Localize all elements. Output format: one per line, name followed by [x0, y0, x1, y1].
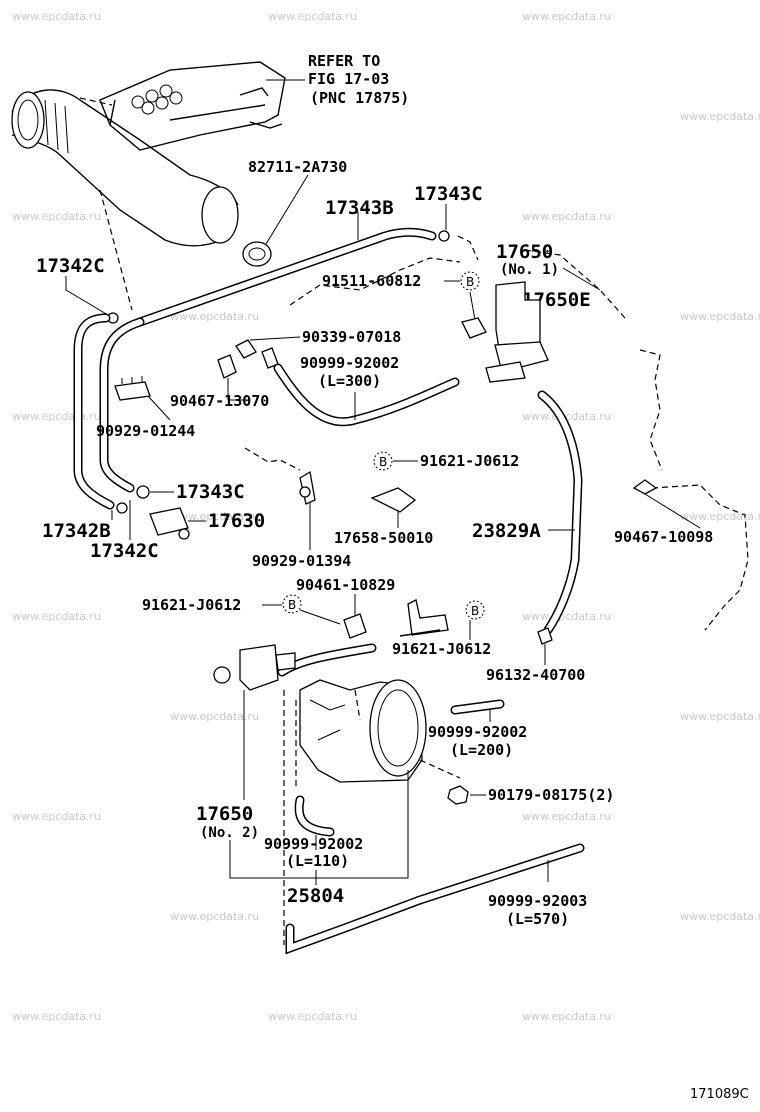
- callout-17658: 17658-50010: [334, 529, 433, 547]
- callout-17650-no2: 17650: [196, 803, 253, 825]
- b-marker-icon: [465, 600, 485, 620]
- watermark: www.epcdata.ru: [680, 710, 760, 723]
- sensor-90929-01394: 90929-01394: [252, 470, 351, 570]
- hose-90999-l570: 90999-92003 (L=570): [285, 843, 587, 955]
- engine-dashed-fragments: [244, 349, 749, 631]
- callout-90999-l570: 90999-92003: [488, 892, 587, 910]
- b-marker-icon: [282, 594, 302, 614]
- hose-17343b: 17343B: [135, 197, 437, 327]
- nut-90179: 90179-08175(2): [447, 785, 614, 805]
- clamp-90461: 90461-10829 91621-J0612 B: [142, 576, 395, 639]
- watermark: www.epcdata.ru: [170, 310, 259, 323]
- callout-23829a: 23829A: [472, 520, 541, 542]
- callout-90179: 90179-08175(2): [488, 786, 614, 804]
- b-marker-label: B: [466, 275, 474, 289]
- hose-90999-l300: 90999-92002 (L=300): [273, 354, 460, 427]
- watermark: www.epcdata.ru: [12, 210, 101, 223]
- refer-note-line1: REFER TO: [308, 52, 380, 70]
- b-marker-label: B: [471, 604, 479, 618]
- clip-90339: 90339-07018 90467-13070: [170, 328, 401, 410]
- watermark: www.epcdata.ru: [170, 710, 259, 723]
- callout-91621-left: 91621-J0612: [142, 596, 241, 614]
- watermark: www.epcdata.ru: [680, 110, 760, 123]
- watermark: www.epcdata.ru: [170, 910, 259, 923]
- watermarks: www.epcdata.ru www.epcdata.ru www.epcdat…: [12, 10, 760, 1023]
- callout-17630: 17630: [208, 510, 265, 532]
- watermark: www.epcdata.ru: [680, 510, 760, 523]
- callout-17342b: 17342B: [42, 520, 111, 542]
- callout-17650-no1-sub: (No. 1): [500, 262, 559, 278]
- callout-91621-middle: 91621-J0612: [420, 452, 519, 470]
- sensor-90929-01244: 90929-01244: [96, 376, 195, 440]
- callout-17343c-mid: 17343C: [176, 481, 245, 503]
- callout-90929-01244: 90929-01244: [96, 422, 195, 440]
- callout-17650-no2-sub: (No. 2): [200, 825, 259, 841]
- watermark: www.epcdata.ru: [12, 610, 101, 623]
- canister-25804-assembly: [213, 643, 461, 945]
- callout-17342c-top: 17342C: [36, 255, 105, 277]
- callout-90999-l110-sub: (L=110): [286, 852, 349, 870]
- watermark: www.epcdata.ru: [522, 1010, 611, 1023]
- clip-90467-10098: 90467-10098: [614, 479, 713, 546]
- callout-90999-l110: 90999-92002: [264, 835, 363, 853]
- refer-note: REFER TO FIG 17-03 (PNC 17875): [266, 52, 409, 107]
- callout-90999-l300: 90999-92002: [300, 354, 399, 372]
- callout-90467-10098: 90467-10098: [614, 528, 713, 546]
- callout-96132: 96132-40700: [486, 666, 585, 684]
- callout-17343c-top: 17343C: [414, 183, 483, 205]
- hose-23829a: 23829A: [472, 390, 583, 635]
- watermark: www.epcdata.ru: [12, 810, 101, 823]
- callout-91621-right: 91621-J0612: [392, 640, 491, 658]
- bracket-17650e: 17650E: [485, 281, 591, 383]
- callout-17650-no1: 17650: [496, 241, 553, 263]
- vsv-no1-area: 17650 (No. 1): [289, 235, 626, 319]
- b-marker-icon: [373, 451, 393, 471]
- watermark: www.epcdata.ru: [680, 910, 760, 923]
- callout-90929-01394: 90929-01394: [252, 552, 351, 570]
- callout-90467-13070: 90467-13070: [170, 392, 269, 410]
- watermark: www.epcdata.ru: [12, 1010, 101, 1023]
- watermark: www.epcdata.ru: [12, 10, 101, 23]
- clip-17343c-top: 17343C: [414, 183, 483, 242]
- bolt-91621-middle: B 91621-J0612 17658-50010: [334, 451, 519, 547]
- figure-number: 171089C: [690, 1087, 749, 1102]
- bolt-91511: 91511-60812 B: [322, 271, 487, 339]
- bracket-91621-right: B 91621-J0612: [392, 599, 491, 658]
- hoses-left: [73, 313, 145, 510]
- hose-90999-l200: 90999-92002 (L=200): [428, 699, 527, 759]
- callout-82711: 82711-2A730: [248, 158, 347, 176]
- callout-90461: 90461-10829: [296, 576, 395, 594]
- watermark: www.epcdata.ru: [12, 410, 101, 423]
- callout-90999-l570-sub: (L=570): [506, 910, 569, 928]
- refer-note-line3: (PNC 17875): [310, 89, 409, 107]
- callout-90999-l200: 90999-92002: [428, 723, 527, 741]
- callout-17342c-bottom: 17342C: [90, 540, 159, 562]
- air-cleaner-drawing: [11, 61, 286, 311]
- refer-note-line2: FIG 17-03: [308, 70, 389, 88]
- callout-25804: 25804: [287, 885, 344, 907]
- vsv-no2-labels: 17650 (No. 2) 90999-92002 (L=110) 25804: [196, 708, 409, 907]
- callout-91511: 91511-60812: [322, 272, 421, 290]
- watermark: www.epcdata.ru: [522, 10, 611, 23]
- callout-90339: 90339-07018: [302, 328, 401, 346]
- watermark: www.epcdata.ru: [522, 810, 611, 823]
- clips-left-bottom: 17343C 17630 17342B 17342C: [42, 481, 265, 562]
- watermark: www.epcdata.ru: [522, 610, 611, 623]
- clip-17342c-top: 17342C: [36, 255, 119, 324]
- watermark: www.epcdata.ru: [268, 10, 357, 23]
- watermark: www.epcdata.ru: [680, 310, 760, 323]
- watermark: www.epcdata.ru: [170, 510, 259, 523]
- watermark: www.epcdata.ru: [522, 210, 611, 223]
- watermark: www.epcdata.ru: [268, 1010, 357, 1023]
- b-marker-label: B: [379, 455, 387, 469]
- clamp-82711: 82711-2A730: [242, 158, 347, 267]
- callout-17343b: 17343B: [325, 197, 394, 219]
- watermark: www.epcdata.ru: [522, 410, 611, 423]
- callout-90999-l300-sub: (L=300): [318, 372, 381, 390]
- callout-90999-l200-sub: (L=200): [450, 741, 513, 759]
- b-marker-label: B: [288, 598, 296, 612]
- b-marker-icon: [460, 271, 480, 291]
- clip-96132: 96132-40700: [486, 627, 585, 684]
